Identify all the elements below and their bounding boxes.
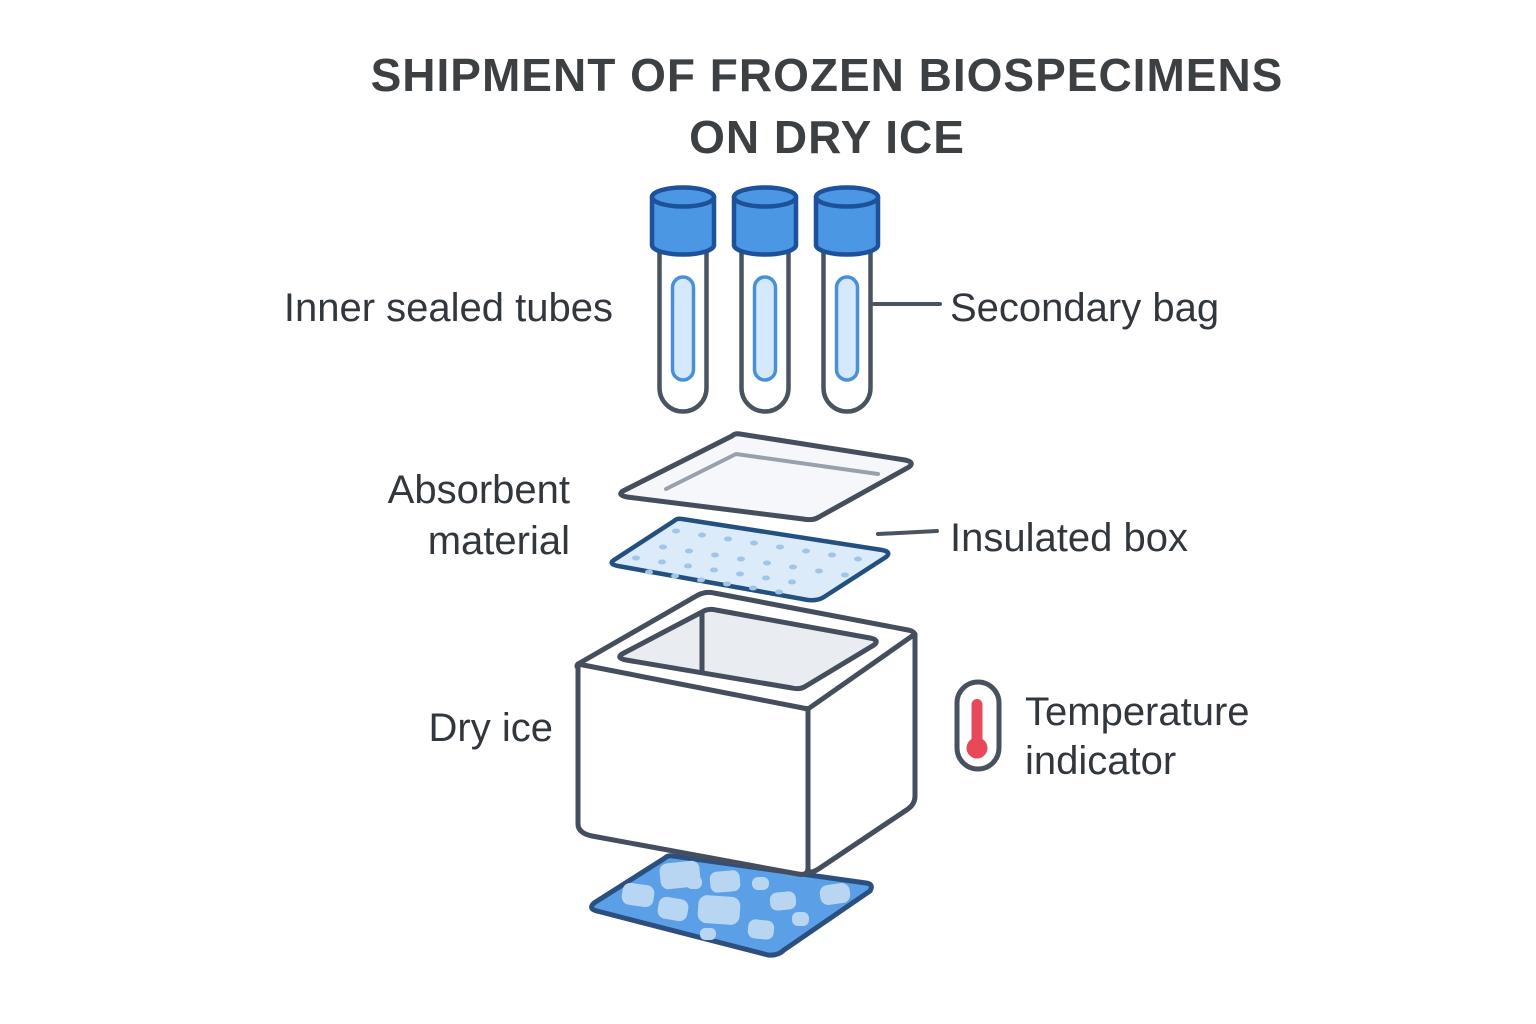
label-inner-sealed-tubes: Inner sealed tubes	[283, 286, 613, 330]
specimen-tube-1	[652, 188, 714, 412]
label-dry-ice: Dry ice	[428, 706, 553, 750]
label-temperature-indicator: Temperature indicator	[1025, 688, 1250, 786]
specimen-tube-3	[816, 188, 878, 412]
label-insulated-box: Insulated box	[950, 516, 1188, 560]
label-absorbent-material-line-2: material	[427, 519, 570, 563]
page-title-line-1: SHIPMENT OF FROZEN BIOSPECIMENS	[370, 49, 1284, 101]
thermometer-icon	[954, 679, 1002, 772]
page-title: SHIPMENT OF FROZEN BIOSPECIMENS ON DRY I…	[118, 44, 1536, 168]
white-sheet	[618, 431, 914, 523]
label-absorbent-material: Absorbent material	[388, 465, 570, 567]
blue-dotted-sheet	[609, 516, 891, 603]
absorbent-dots	[632, 528, 862, 595]
label-temperature-indicator-line-2: indicator	[1025, 739, 1177, 783]
label-absorbent-material-line-1: Absorbent	[387, 468, 570, 512]
specimen-tube-2	[734, 188, 796, 412]
leader-line-insulated-box	[876, 529, 939, 536]
dry-ice-chunks	[621, 860, 851, 940]
page-title-line-2: ON DRY ICE	[689, 111, 965, 163]
label-secondary-bag: Secondary bag	[950, 286, 1220, 330]
dry-ice-sheet	[589, 853, 874, 958]
label-temperature-indicator-line-1: Temperature	[1025, 690, 1250, 734]
insulated-box	[574, 589, 918, 877]
